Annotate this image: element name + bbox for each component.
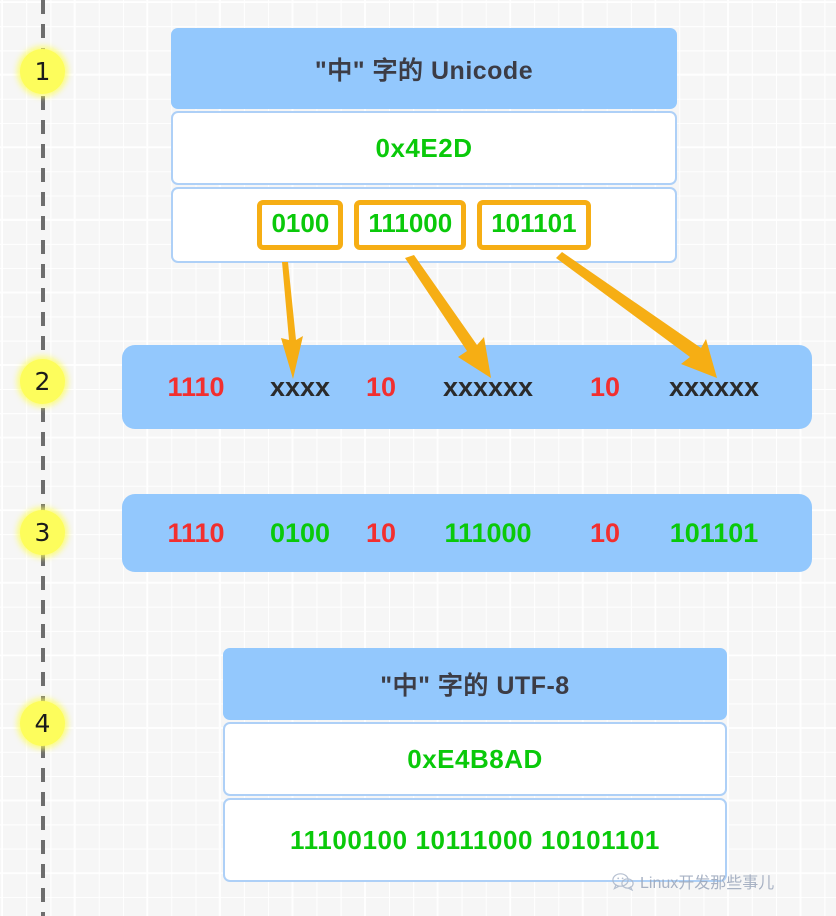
unicode-nibble-2: 111000 bbox=[354, 200, 467, 250]
filled-segment-4-payload: 111000 bbox=[444, 517, 532, 548]
utf8-hex-value: 0xE4B8AD bbox=[407, 743, 543, 774]
unicode-hex-value: 0x4E2D bbox=[375, 132, 473, 163]
unicode-card-header: "中" 字的 Unicode bbox=[171, 28, 677, 109]
template-segment-5-prefix: 10 bbox=[589, 371, 621, 402]
filled-segment-3-prefix: 10 bbox=[365, 517, 397, 548]
filled-segment-5-prefix: 10 bbox=[589, 517, 621, 548]
watermark-text: Linux开发那些事儿 bbox=[640, 875, 775, 892]
filled-segment-2-payload: 0100 bbox=[269, 517, 331, 548]
utf8-filled-strip: 1110 0100 10 111000 10 101101 bbox=[122, 494, 812, 572]
filled-segment-1-prefix: 1110 bbox=[167, 517, 225, 548]
template-segment-2-placeholder: xxxx bbox=[269, 371, 331, 402]
unicode-nibble-group: 0100 111000 101101 bbox=[257, 200, 591, 250]
step-badge-1: 1 bbox=[20, 49, 65, 94]
utf8-template-strip: 1110 xxxx 10 xxxxxx 10 xxxxxx bbox=[122, 345, 812, 429]
unicode-hex-row: 0x4E2D bbox=[171, 111, 677, 185]
wechat-bubble-icon bbox=[612, 872, 634, 891]
template-segment-1-prefix: 1110 bbox=[167, 371, 225, 402]
template-segment-4-placeholder: xxxxxx bbox=[442, 371, 534, 402]
template-segment-6-placeholder: xxxxxx bbox=[668, 371, 760, 402]
template-segment-3-prefix: 10 bbox=[365, 371, 397, 402]
utf8-binary-row: 11100100 10111000 10101101 bbox=[223, 798, 727, 882]
watermark: Linux开发那些事儿 bbox=[612, 869, 774, 893]
unicode-card: "中" 字的 Unicode 0x4E2D 0100 111000 101101 bbox=[171, 28, 677, 263]
unicode-bits-row: 0100 111000 101101 bbox=[171, 187, 677, 263]
utf8-card: "中" 字的 UTF-8 0xE4B8AD 11100100 10111000 … bbox=[223, 648, 727, 882]
utf8-hex-row: 0xE4B8AD bbox=[223, 722, 727, 796]
unicode-nibble-3: 101101 bbox=[477, 200, 591, 250]
unicode-nibble-1: 0100 bbox=[257, 200, 344, 250]
filled-segment-6-payload: 101101 bbox=[669, 517, 759, 548]
step-badge-3: 3 bbox=[20, 510, 65, 555]
step-badge-4: 4 bbox=[20, 701, 65, 746]
step-badge-2: 2 bbox=[20, 359, 65, 404]
step-timeline-dashed-line bbox=[41, 0, 45, 916]
utf8-binary-value: 11100100 10111000 10101101 bbox=[290, 824, 660, 855]
utf8-card-header: "中" 字的 UTF-8 bbox=[223, 648, 727, 720]
